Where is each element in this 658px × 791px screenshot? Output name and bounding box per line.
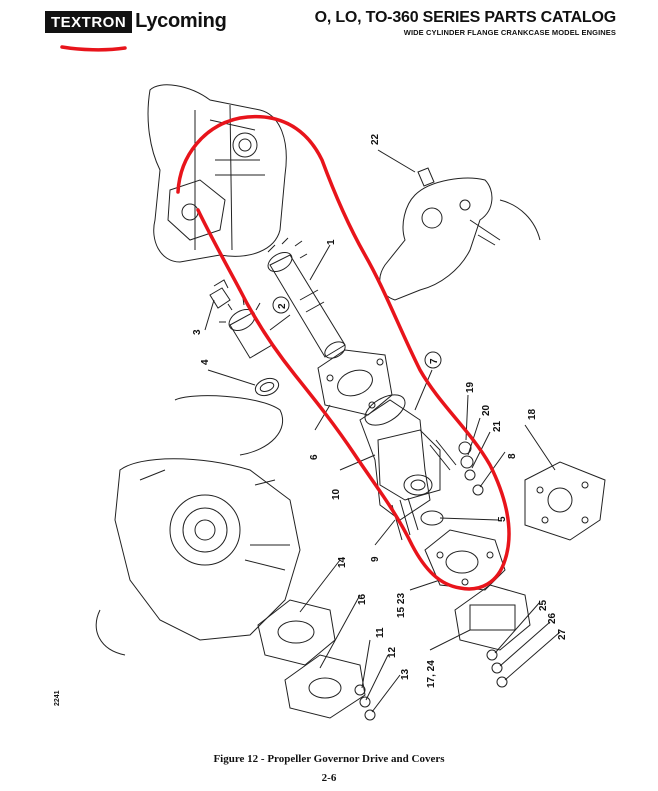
textron-logo-box: TEXTRON [45,10,133,33]
callout-15-23: 15 23 [396,593,407,618]
red-underline-mark [60,45,127,52]
callout-3: 3 [192,329,203,335]
callout-14: 14 [337,556,348,568]
callout-7-ring [424,351,442,369]
catalog-subtitle: WIDE CYLINDER FLANGE CRANKCASE MODEL ENG… [403,28,616,37]
callout-18: 18 [527,408,538,420]
callout-1: 1 [326,239,337,245]
callout-20: 20 [481,404,492,416]
callout-25: 25 [538,599,549,611]
callout-2-ring [272,296,290,314]
callout-10: 10 [331,488,342,500]
page-number: 2-6 [321,772,337,784]
callout-7: 7 [429,358,440,364]
catalog-header: O, LO, TO-360 SERIES PARTS CATALOG WIDE … [314,9,617,37]
callout-26: 26 [547,612,558,624]
catalog-title: O, LO, TO-360 SERIES PARTS CATALOG [314,9,617,26]
callout-4: 4 [200,359,211,365]
callout-11: 11 [375,627,386,638]
callout-13: 13 [400,668,411,680]
callout-19: 19 [465,381,476,393]
callout-17-24: 17, 24 [426,660,437,688]
figure-caption: Figure 12 - Propeller Governor Drive and… [213,753,445,765]
callout-9: 9 [370,556,381,562]
figure-side-id: 2241 [54,690,61,706]
callout-6: 6 [309,454,320,460]
callout-16: 16 [357,593,368,605]
diagram-linework [95,84,606,721]
callout-5: 5 [497,516,508,522]
callout-21: 21 [492,420,503,432]
callout-8: 8 [507,453,518,459]
callout-22: 22 [370,133,381,145]
callout-27: 27 [557,628,568,640]
callout-2: 2 [277,303,288,309]
lycoming-logo-name: Lycoming [135,10,227,32]
brand-logo: TEXTRON Lycoming [45,10,227,33]
callout-12: 12 [387,646,398,658]
red-highlight-outline [176,114,511,591]
